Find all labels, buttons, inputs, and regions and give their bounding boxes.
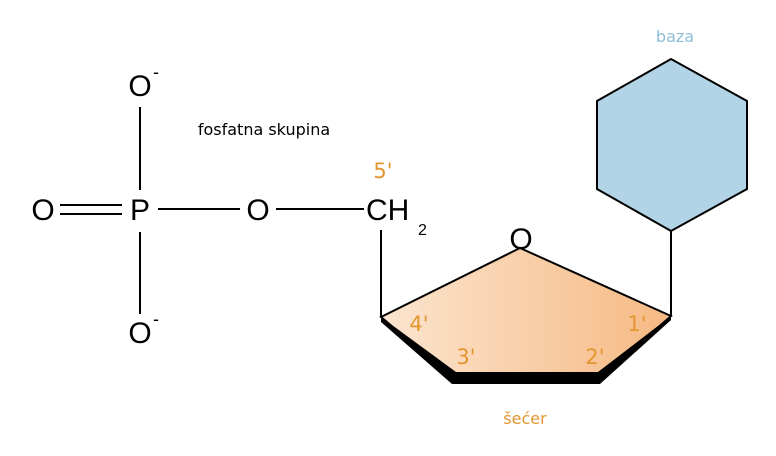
phosphorus-atom: P [130, 194, 150, 227]
oxygen-bottom-charge: - [153, 309, 159, 329]
oxygen-bottom-atom: O [128, 317, 151, 350]
phosphate-group-label: fosfatna skupina [198, 120, 330, 139]
c5-position-label: 5' [373, 159, 392, 183]
sugar-label: šećer [503, 409, 547, 428]
c3-position-label: 3' [456, 345, 475, 369]
oxygen-top-charge: - [153, 62, 159, 82]
carbon-subscript: 2 [418, 222, 427, 239]
oxygen-double-atom: O [31, 194, 54, 227]
ring-oxygen-atom: O [509, 223, 532, 256]
c4-position-label: 4' [409, 312, 428, 336]
base-hexagon [596, 57, 748, 233]
oxygen-top-atom: O [128, 70, 151, 103]
c2-position-label: 2' [585, 345, 604, 369]
carbon-ch-atom: CH [366, 194, 409, 227]
c1-position-label: 1' [627, 312, 646, 336]
oxygen-bridge-atom: O [246, 194, 269, 227]
base-label: baza [656, 27, 694, 46]
